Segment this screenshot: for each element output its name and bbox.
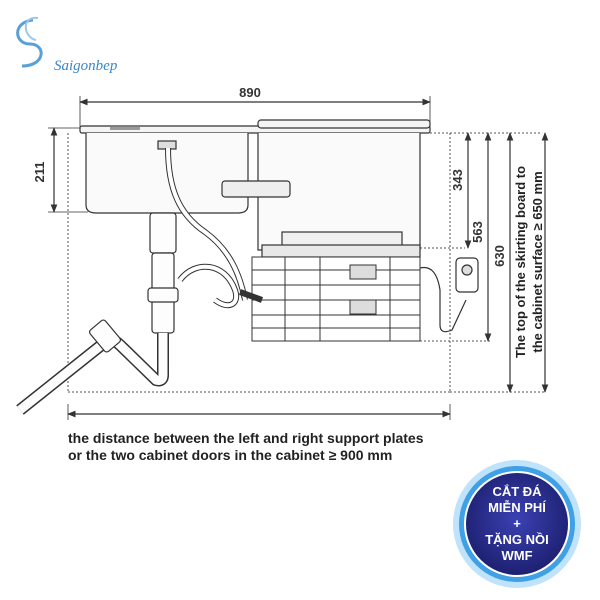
cabinet-outline — [67, 132, 545, 393]
dim-211-label: 211 — [32, 162, 47, 183]
dim-890-label: 890 — [239, 85, 261, 100]
power-socket — [419, 257, 479, 333]
caption-line2: or the two cabinet doors in the cabinet … — [68, 447, 393, 463]
countertop — [79, 119, 431, 134]
promo-line4: TẶNG NỒI — [485, 532, 549, 547]
promo-badge-text-container: CẮT ĐÁ MIỄN PHÍ + TẶNG NỒI WMF — [451, 458, 583, 590]
saigonbep-logo — [16, 16, 43, 68]
drain-pipe — [16, 212, 179, 415]
promo-line3: + — [513, 516, 521, 531]
cabinet-width-caption: the distance between the left and right … — [68, 430, 488, 464]
promo-line5: WMF — [501, 548, 533, 563]
dim-343-label: 343 — [450, 169, 465, 191]
promo-line1: CẮT ĐÁ — [492, 484, 542, 499]
appliance-body — [221, 133, 421, 258]
brand-name: Saigonbep — [54, 58, 118, 74]
flex-hose — [165, 147, 264, 309]
side-note-line2: the cabinet surface ≥ 650 mm — [530, 171, 545, 352]
caption-line1: the distance between the left and right … — [68, 430, 424, 446]
promo-badge — [453, 460, 581, 588]
side-note-line1: The top of the skirting board to — [513, 166, 528, 358]
promo-line2: MIỄN PHÍ — [488, 500, 546, 515]
basket-unit — [251, 256, 421, 342]
dim-563-label: 563 — [470, 221, 485, 243]
dimension-lines — [48, 96, 549, 420]
dim-630-label: 630 — [492, 245, 507, 267]
